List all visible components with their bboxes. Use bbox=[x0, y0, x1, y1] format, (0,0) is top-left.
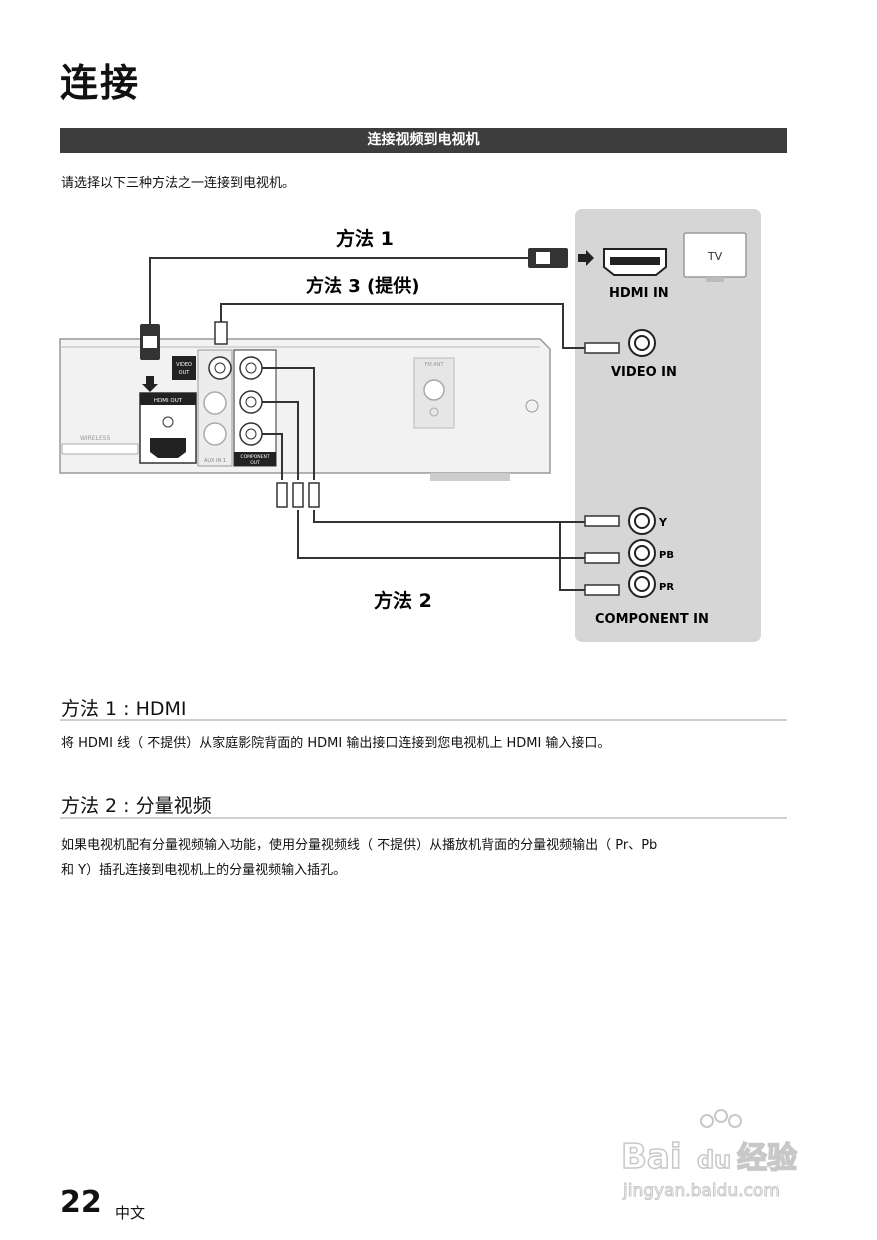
page-language: 中文 bbox=[115, 1204, 146, 1222]
component-in-label: COMPONENT IN bbox=[595, 612, 709, 627]
method1-divider bbox=[60, 719, 787, 721]
tv-panel bbox=[575, 209, 761, 642]
method1-text: 将 HDMI 线（ 不提供）从家庭影院背面的 HDMI 输出接口连接到您电视机上… bbox=[61, 736, 611, 751]
method1-label: 方法 1 bbox=[336, 227, 394, 250]
watermark-brand-paw: du bbox=[697, 1146, 731, 1174]
method1-heading: 方法 1 : HDMI bbox=[61, 698, 187, 720]
component-cables-method2 bbox=[262, 367, 620, 596]
component-in-jacks bbox=[628, 507, 656, 598]
method2-text-line1: 如果电视机配有分量视频输入功能，使用分量视频线（ 不提供）从播放机背面的分量视频… bbox=[61, 838, 658, 853]
method2-text-line2: 和 Y）插孔连接到电视机上的分量视频输入插孔。 bbox=[61, 863, 347, 878]
tv-icon: TV bbox=[683, 232, 747, 282]
intro-text: 请选择以下三种方法之一连接到电视机。 bbox=[61, 176, 296, 191]
method3-label: 方法 3 (提供) bbox=[306, 275, 420, 297]
svg-text:AUX IN 1: AUX IN 1 bbox=[204, 458, 226, 464]
svg-text:FM ANT: FM ANT bbox=[425, 362, 445, 368]
pr-label: PR bbox=[659, 582, 674, 593]
svg-text:OUT: OUT bbox=[179, 370, 191, 376]
page-title: 连接 bbox=[60, 61, 141, 105]
section-header-bar: 连接视频到电视机 bbox=[60, 128, 787, 153]
home-theater-unit: WIRELESS HDMI OUT VIDEO OUT AUX IN 1 COM… bbox=[59, 338, 551, 481]
hdmi-in-port bbox=[603, 248, 667, 276]
pb-label: PB bbox=[659, 550, 674, 561]
watermark-brand-cn: 经验 bbox=[737, 1141, 797, 1176]
page-number: 22 bbox=[60, 1185, 102, 1220]
y-label: Y bbox=[658, 516, 668, 529]
hdmi-in-label: HDMI IN bbox=[609, 286, 669, 301]
svg-text:HDMI OUT: HDMI OUT bbox=[154, 398, 183, 404]
svg-text:COMPONENT: COMPONENT bbox=[240, 454, 269, 460]
connection-diagram: TV HDMI IN VIDEO IN Y PB PR COMPONENT IN… bbox=[59, 209, 761, 642]
svg-text:WIRELESS: WIRELESS bbox=[80, 435, 111, 442]
video-in-label: VIDEO IN bbox=[611, 365, 677, 380]
method2-divider bbox=[60, 817, 787, 819]
svg-text:VIDEO: VIDEO bbox=[176, 362, 192, 368]
hdmi-cable-method1 bbox=[140, 248, 594, 392]
watermark-brand: Bai bbox=[621, 1137, 682, 1177]
watermark-url: jingyan.baidu.com bbox=[622, 1181, 780, 1201]
baidu-watermark: Bai du 经验 jingyan.baidu.com bbox=[620, 1109, 798, 1202]
method2-label: 方法 2 bbox=[374, 589, 432, 612]
method2-heading: 方法 2 : 分量视频 bbox=[61, 795, 212, 817]
tv-label: TV bbox=[707, 250, 723, 263]
svg-text:OUT: OUT bbox=[250, 460, 260, 466]
video-cable-method3 bbox=[214, 303, 620, 354]
video-in-jack bbox=[628, 329, 656, 357]
